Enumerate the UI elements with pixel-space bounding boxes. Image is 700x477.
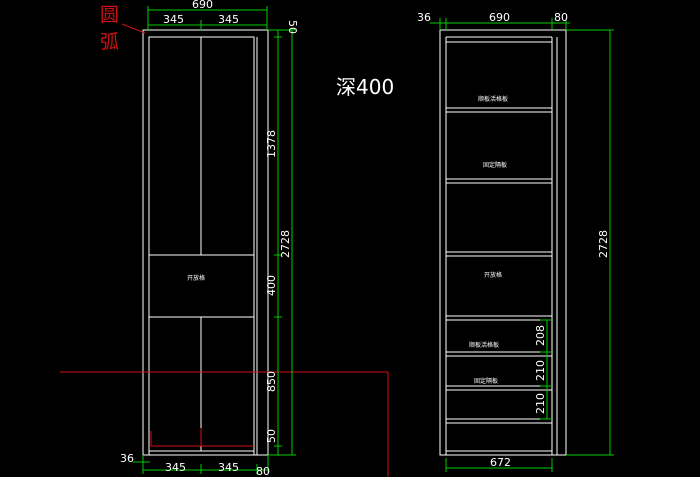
front-dim-bottom-left: 345	[165, 461, 186, 474]
front-view	[142, 29, 269, 456]
interior-dim-top-side: 80	[554, 11, 568, 24]
red-base-outline	[150, 431, 254, 447]
shelf-4	[445, 315, 553, 321]
shelf-1	[445, 107, 553, 113]
front-dim-side-total: 2728	[279, 230, 292, 258]
front-dim-side-bottom: 50	[265, 429, 278, 443]
front-right-dimensions	[268, 29, 296, 456]
red-annotations	[60, 23, 389, 477]
interior-label-shelf2: 固定隔板	[483, 161, 507, 169]
arc-note-char1: 圆	[100, 4, 119, 26]
front-dim-side-lower: 850	[265, 371, 278, 392]
interior-outer-frame	[439, 29, 567, 456]
interior-label-shelf4: 固定隔板	[474, 377, 498, 385]
front-bottom-dimensions	[133, 455, 269, 474]
interior-view	[439, 29, 567, 456]
interior-dim-top-offset: 36	[417, 11, 431, 24]
front-dim-side-middle: 400	[265, 275, 278, 296]
interior-dim-right-total: 2728	[597, 230, 610, 258]
interior-dim-shelf-c: 210	[534, 393, 547, 414]
front-dim-bottom-offset: 36	[120, 452, 134, 465]
red-arc-leader	[121, 23, 146, 34]
shelf-3	[445, 251, 553, 257]
front-top-dimensions	[147, 6, 268, 30]
shelf-2	[445, 178, 553, 184]
interior-dim-shelf-a: 208	[534, 325, 547, 346]
interior-dim-top-total: 690	[489, 11, 510, 24]
front-dim-top-total: 690	[192, 0, 213, 11]
interior-bottom-dimensions	[445, 458, 553, 472]
shelf-6	[445, 385, 553, 391]
front-compartment-label: 开放格	[187, 274, 205, 282]
interior-top-dimensions	[430, 18, 570, 30]
front-dim-top-side: 50	[286, 20, 299, 34]
front-outer-frame	[142, 29, 269, 456]
front-open-compartment	[148, 254, 255, 318]
front-dim-side-upper: 1378	[265, 130, 278, 158]
front-dim-bottom-right: 345	[218, 461, 239, 474]
interior-label-shelf3: 顺板活格板	[469, 341, 499, 349]
interior-label-shelf1: 顺板活格板	[478, 95, 508, 103]
interior-label-open: 开放格	[484, 271, 502, 279]
interior-inner-dimensions	[540, 319, 552, 420]
front-dim-top-left: 345	[163, 13, 184, 26]
front-dim-bottom-side: 80	[256, 465, 270, 477]
depth-note: 深400	[336, 75, 394, 99]
shelf-7	[445, 418, 553, 424]
interior-dim-shelf-b: 210	[534, 360, 547, 381]
arc-note-char2: 弧	[100, 31, 119, 53]
interior-dim-bottom-total: 672	[490, 456, 511, 469]
interior-right-dimensions	[566, 29, 614, 456]
shelf-5	[445, 351, 553, 357]
front-dim-top-right: 345	[218, 13, 239, 26]
